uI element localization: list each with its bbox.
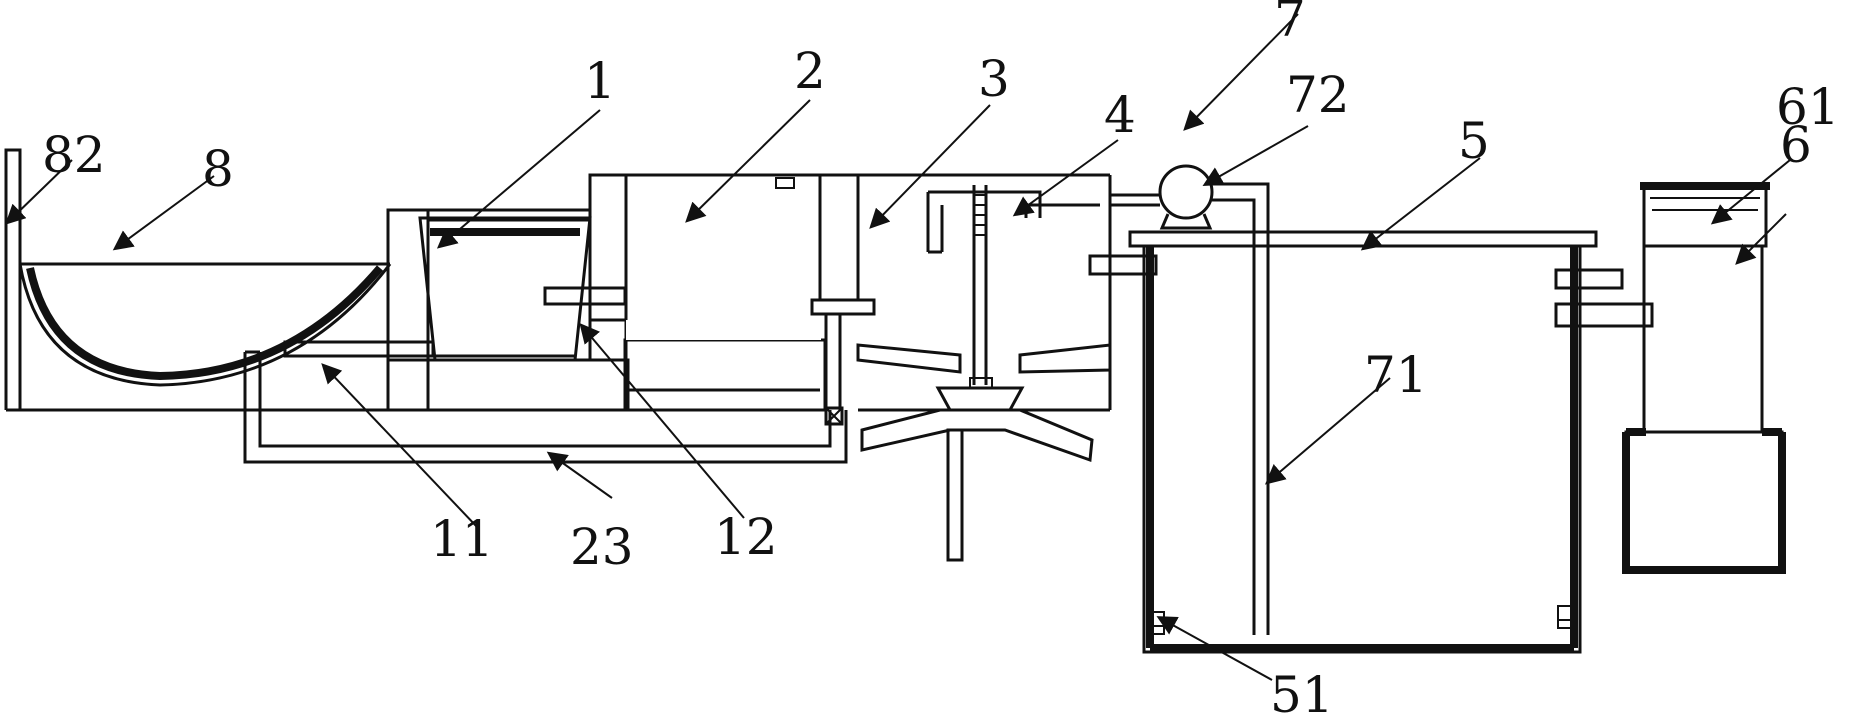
- label-12: 12: [714, 508, 778, 566]
- filter-unit-6: [1622, 182, 1786, 574]
- label-4: 4: [1104, 86, 1136, 144]
- label-7: 7: [1274, 0, 1306, 48]
- wall-3: [810, 173, 876, 426]
- label-61: 61: [1776, 78, 1840, 136]
- label-5: 5: [1458, 112, 1490, 170]
- chamber-2: [588, 173, 827, 412]
- label-3: 3: [978, 50, 1010, 108]
- label-11: 11: [430, 510, 494, 568]
- component-labels: 1 2 3 4 5 6 7 8 11 12 23 51 61 71 72 82: [42, 0, 1840, 716]
- pump-7: [1110, 164, 1270, 635]
- vessel-8: [4, 148, 392, 412]
- label-71: 71: [1364, 346, 1428, 404]
- tank-5: [1088, 230, 1654, 654]
- label-23: 23: [570, 518, 634, 576]
- label-72: 72: [1286, 66, 1350, 124]
- label-1: 1: [584, 52, 616, 110]
- label-8: 8: [202, 140, 234, 198]
- stirrer-tank-4: [856, 173, 1112, 562]
- leader-lines: [5, 13, 1791, 681]
- pipe-12: [543, 286, 627, 306]
- pipe-11-23: [243, 340, 848, 464]
- label-2: 2: [794, 42, 826, 100]
- sieve-tank-1: [386, 173, 630, 412]
- label-82: 82: [42, 126, 106, 184]
- label-6: 6: [1780, 116, 1812, 174]
- label-51: 51: [1270, 666, 1334, 716]
